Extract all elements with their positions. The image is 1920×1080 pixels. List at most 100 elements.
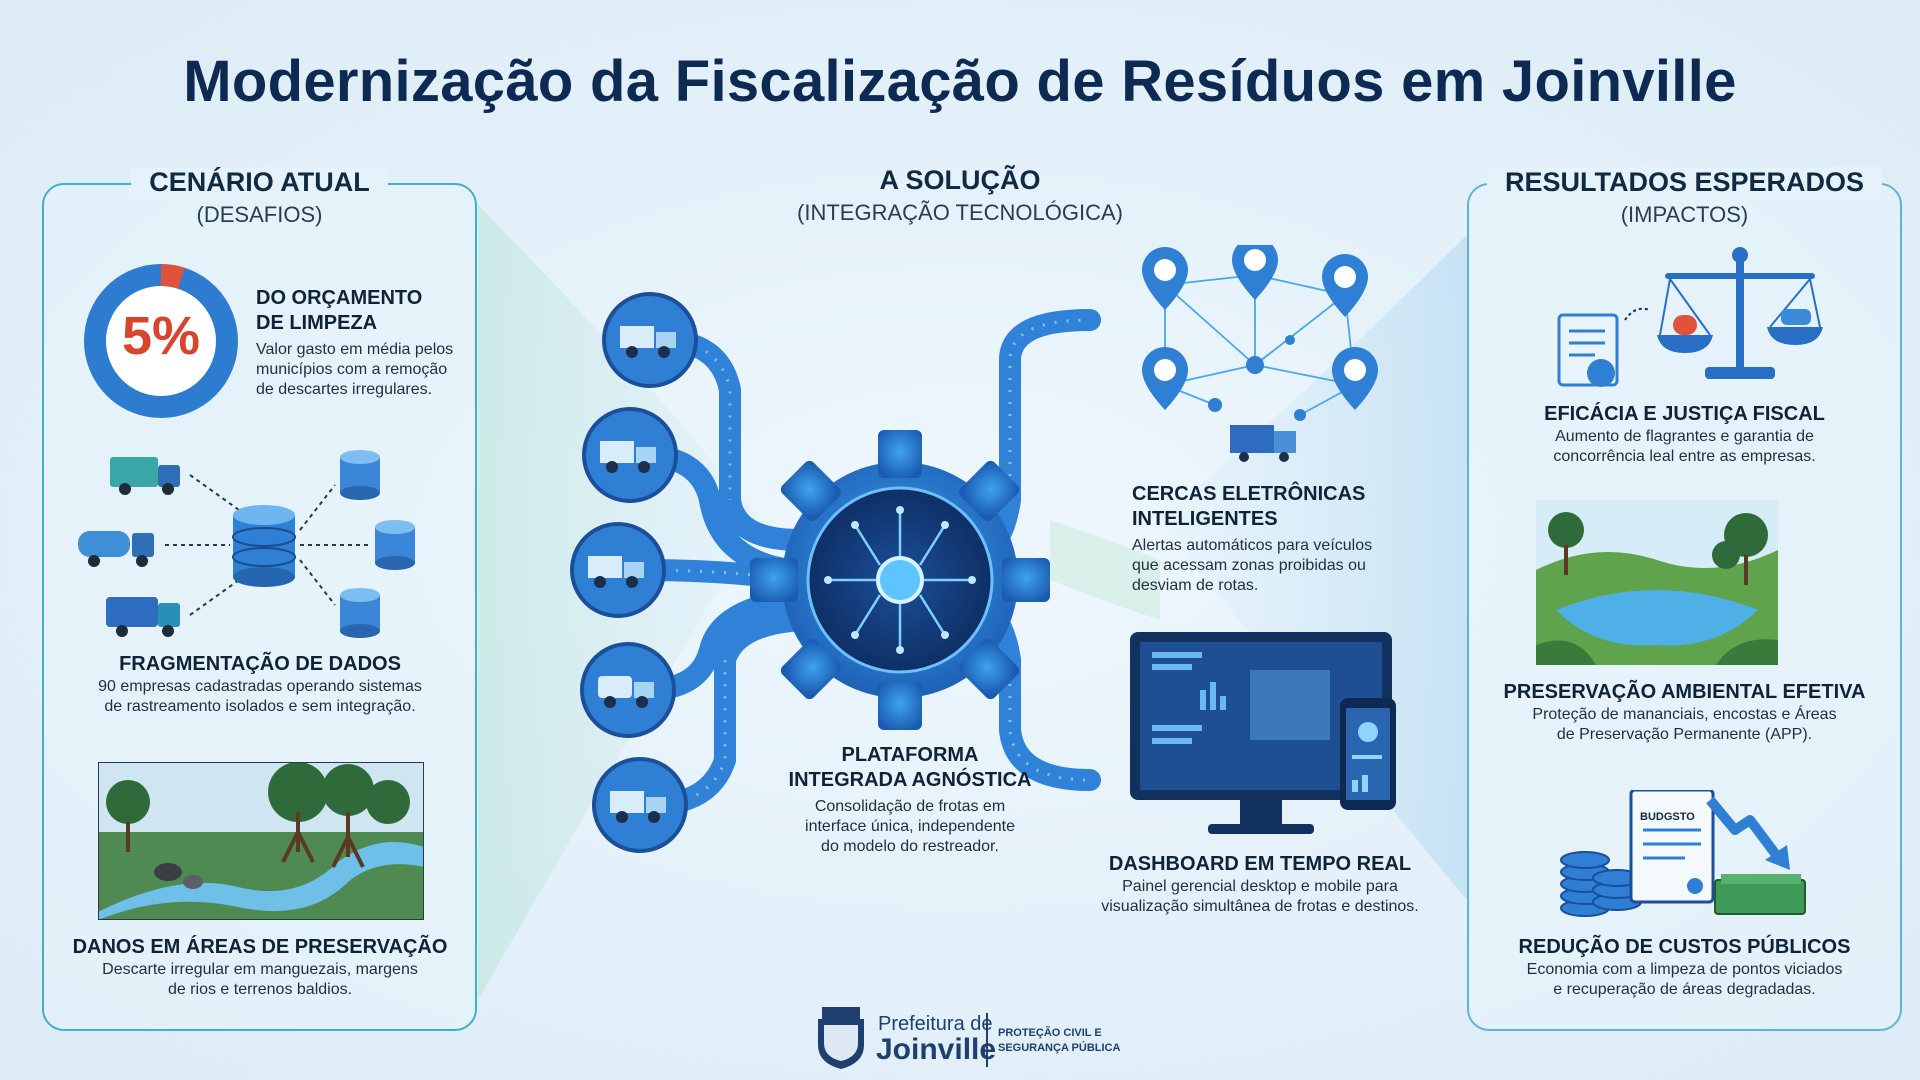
- fragmentation-text-2: de rastreamento isolados e sem integraçã…: [104, 698, 416, 715]
- environment-text-2: de Preservação Permanente (APP).: [1556, 726, 1813, 743]
- fences-title-2: INTELIGENTES: [1132, 508, 1278, 530]
- fleet-truck-nodes: [570, 292, 698, 853]
- footer-divider: [986, 1013, 988, 1067]
- fiscal-text-1: Aumento de flagrantes e garantia de: [1555, 428, 1814, 445]
- budget-document-icon: [1629, 790, 1715, 904]
- location-pin-icon: [1142, 247, 1188, 310]
- dump-truck-icon: [570, 522, 666, 618]
- panel-heading: CENÁRIO ATUAL: [131, 167, 388, 198]
- fragmentation-text-1: 90 empresas cadastradas operando sistema…: [98, 678, 422, 695]
- central-database-icon: [232, 505, 296, 587]
- gear-icon: [750, 430, 1050, 730]
- dashboard-monitor-illustration: [1130, 632, 1396, 834]
- cash-bundle-icon: [1714, 874, 1806, 915]
- expected-results-header: RESULTADOS ESPERADOS (IMPACTOS): [1469, 167, 1900, 228]
- coin-stack-icon: [1560, 851, 1642, 917]
- platform-text-1: Consolidação de frotas em: [814, 798, 1006, 815]
- budget-text-2: municípios com a remoção: [256, 361, 448, 378]
- budget-percent: 5%: [121, 306, 201, 366]
- fences-text-3: desviam de rotas.: [1132, 577, 1259, 594]
- joinville-footer-logo: Prefeitura de Joinville PROTEÇÃO CIVIL E…: [810, 1005, 1130, 1075]
- platform-title-1: PLATAFORMA: [841, 744, 979, 766]
- footer-org-line2: Joinville: [876, 1033, 997, 1066]
- mangrove-damage-illustration: [98, 762, 424, 920]
- platform-title-2: INTEGRADA AGNÓSTICA: [788, 769, 1032, 791]
- budget-block: DO ORÇAMENTO DE LIMPEZA Valor gasto em m…: [256, 286, 476, 400]
- solution-heading: A SOLUÇÃO: [879, 165, 1041, 195]
- truck-icon: [592, 757, 688, 853]
- dump-truck-icon: [602, 292, 698, 388]
- panel-subheading: (IMPACTOS): [1620, 202, 1749, 227]
- scales-of-justice-illustration: [1557, 247, 1823, 387]
- database-icon: [340, 450, 380, 500]
- geofence-network-illustration: [1142, 245, 1378, 462]
- balance-scale-icon: [1657, 247, 1823, 379]
- fiscal-text-2: concorrência leal entre as empresas.: [1553, 448, 1816, 465]
- document-icon: [1557, 313, 1619, 387]
- solution-header: A SOLUÇÃO (INTEGRAÇÃO TECNOLÓGICA): [760, 165, 1160, 226]
- city-coat-of-arms-icon: [818, 1007, 864, 1069]
- panel-subheading: (DESAFIOS): [196, 202, 323, 227]
- environment-title: PRESERVAÇÃO AMBIENTAL EFETIVA: [1503, 681, 1866, 703]
- footer-dept-line2: SEGURANÇA PÚBLICA: [998, 1042, 1121, 1054]
- database-icon: [375, 520, 415, 570]
- costs-text-2: e recuperação de áreas degradadas.: [1553, 981, 1816, 998]
- costs-block: REDUÇÃO DE CUSTOS PÚBLICOS Economia com …: [1467, 935, 1902, 1000]
- fiscal-title: EFICÁCIA E JUSTIÇA FISCAL: [1544, 403, 1825, 425]
- damage-block: DANOS EM ÁREAS DE PRESERVAÇÃO Descarte i…: [50, 935, 470, 1000]
- fiscal-block: EFICÁCIA E JUSTIÇA FISCAL Aumento de fla…: [1467, 402, 1902, 467]
- current-scenario-header: CENÁRIO ATUAL (DESAFIOS): [44, 167, 475, 228]
- preserved-lake-illustration: [1536, 500, 1778, 665]
- environment-text-1: Proteção de mananciais, encostas e Áreas: [1532, 706, 1837, 723]
- donut-slice-highlight: [84, 264, 238, 418]
- smartphone-icon: [1340, 698, 1396, 810]
- location-pin-icon: [1232, 245, 1278, 300]
- fences-text-2: que acessam zonas proibidas ou: [1132, 557, 1366, 574]
- location-pin-icon: [1322, 254, 1368, 317]
- footer-org-line1: Prefeitura de: [878, 1013, 993, 1035]
- solution-subheading: (INTEGRAÇÃO TECNOLÓGICA): [797, 200, 1123, 225]
- platform-block: PLATAFORMA INTEGRADA AGNÓSTICA Consolida…: [760, 743, 1060, 857]
- dump-truck-icon: [582, 407, 678, 503]
- environment-block: PRESERVAÇÃO AMBIENTAL EFETIVA Proteção d…: [1467, 680, 1902, 745]
- location-pin-icon: [1332, 347, 1378, 410]
- truck-icon: [1230, 425, 1296, 462]
- panel-heading: RESULTADOS ESPERADOS: [1486, 167, 1883, 198]
- damage-title: DANOS EM ÁREAS DE PRESERVAÇÃO: [72, 936, 448, 958]
- data-fragmentation-illustration: [78, 450, 415, 638]
- budget-title-1: DO ORÇAMENTO: [256, 287, 423, 309]
- garbage-truck-icon: [106, 597, 180, 637]
- costs-title: REDUÇÃO DE CUSTOS PÚBLICOS: [1518, 936, 1851, 958]
- damage-text-2: de rios e terrenos baldios.: [167, 981, 353, 998]
- location-pin-icon: [1142, 347, 1188, 410]
- budget-title-2: DE LIMPEZA: [256, 312, 378, 334]
- downward-trend-arrow-icon: [1706, 796, 1790, 870]
- budget-donut-chart: [84, 264, 238, 418]
- platform-text-2: interface única, independente: [805, 818, 1015, 835]
- budget-document-label: BUDGSTO: [1640, 811, 1695, 823]
- dashboard-text-2: visualização simultânea de frotas e dest…: [1101, 898, 1419, 915]
- dashboard-text-1: Painel gerencial desktop e mobile para: [1122, 878, 1398, 895]
- fences-text-1: Alertas automáticos para veículos: [1132, 537, 1373, 554]
- costs-text-1: Economia com a limpeza de pontos viciado…: [1526, 961, 1843, 978]
- fences-title-1: CERCAS ELETRÔNICAS: [1132, 483, 1366, 505]
- fences-block: CERCAS ELETRÔNICAS INTELIGENTES Alertas …: [1132, 482, 1422, 596]
- siren-icon: [1673, 315, 1697, 335]
- handshake-icon: [1781, 309, 1811, 325]
- footer-dept-line1: PROTEÇÃO CIVIL E: [998, 1027, 1102, 1039]
- page-title: Modernização da Fiscalização de Resíduos…: [183, 49, 1737, 114]
- platform-text-3: do modelo do restreador.: [821, 838, 999, 855]
- garbage-truck-icon: [580, 642, 676, 738]
- budget-text-3: de descartes irregulares.: [256, 381, 433, 398]
- budget-text-1: Valor gasto em média pelos: [256, 341, 454, 358]
- cost-reduction-illustration: BUDGSTO: [1560, 790, 1806, 917]
- damage-text-1: Descarte irregular em manguezais, margen…: [102, 961, 418, 978]
- dashboard-block: DASHBOARD EM TEMPO REAL Painel gerencial…: [1080, 852, 1440, 917]
- integration-hub-diagram: [570, 292, 1101, 853]
- tanker-truck-icon: [78, 531, 154, 567]
- database-icon: [340, 588, 380, 638]
- fragmentation-title: FRAGMENTAÇÃO DE DADOS: [119, 653, 401, 675]
- truck-icon: [110, 457, 180, 495]
- dashboard-title: DASHBOARD EM TEMPO REAL: [1108, 853, 1412, 875]
- fragmentation-block: FRAGMENTAÇÃO DE DADOS 90 empresas cadast…: [50, 652, 470, 717]
